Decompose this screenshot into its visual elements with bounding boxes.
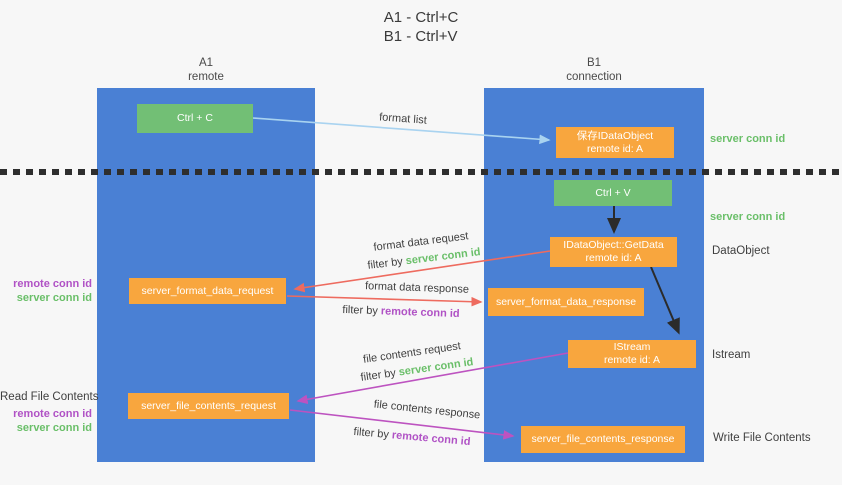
format-list-label: format list: [378, 111, 428, 127]
ctrl-v-box: Ctrl + V: [554, 180, 672, 206]
column-b1-name: B1: [586, 57, 602, 69]
diagram-title: A1 - Ctrl+C B1 - Ctrl+V: [384, 8, 459, 46]
save-idataobject-box: 保存IDataObject remote id: A: [556, 127, 674, 158]
conn-id-stack-1: remote conn id server conn id: [0, 277, 92, 305]
ctrl-c-label: Ctrl + C: [177, 112, 213, 124]
server-conn-id-right-mid: server conn id: [710, 211, 786, 223]
save-idataobject-line2: remote id: A: [586, 142, 644, 155]
file-contents-response-label: file contents response: [373, 398, 481, 422]
ctrl-c-box: Ctrl + C: [137, 104, 253, 133]
istream-box: IStream remote id: A: [568, 340, 696, 368]
istream-line1: IStream: [613, 341, 651, 353]
server-conn-id-left-2: server conn id: [16, 422, 92, 434]
filter-by-text: filter by: [353, 425, 390, 441]
getdata-line2: remote id: A: [585, 252, 642, 264]
server-format-data-response-label: server_format_data_response: [495, 295, 637, 308]
istream-side-label: Istream: [712, 349, 751, 361]
column-a1-name: A1: [198, 57, 214, 69]
ctrl-v-label: Ctrl + V: [595, 186, 631, 199]
format-data-response-label: format data response: [364, 280, 470, 296]
server-file-contents-request-box: server_file_contents_request: [128, 393, 289, 419]
server-conn-id-text: server conn id: [405, 246, 482, 268]
read-file-contents-label: Read File Contents: [0, 391, 99, 403]
server-file-contents-request-label: server_file_contents_request: [141, 399, 276, 412]
server-conn-id-right-top: server conn id: [710, 133, 786, 145]
write-file-contents-label: Write File Contents: [713, 432, 811, 444]
istream-line2: remote id: A: [603, 354, 661, 366]
column-b1-subtitle: connection: [566, 71, 622, 83]
server-conn-id-left-1: server conn id: [16, 292, 92, 304]
title-line-1: A1 - Ctrl+C: [383, 9, 459, 26]
title-line-2: B1 - Ctrl+V: [383, 28, 458, 45]
server-format-data-response-box: server_format_data_response: [488, 288, 644, 316]
remote-conn-id-left-1: remote conn id: [13, 278, 92, 290]
column-header-b1: B1 connection: [484, 56, 704, 84]
server-file-contents-response-box: server_file_contents_response: [521, 426, 685, 453]
server-format-data-request-label: server_format_data_request: [141, 284, 274, 297]
server-conn-id-text: server conn id: [397, 356, 475, 379]
remote-conn-id-left-2: remote conn id: [13, 408, 92, 420]
remote-conn-id-text: remote conn id: [391, 429, 471, 449]
format-data-response-arrow: [286, 295, 483, 307]
dataobject-label: DataObject: [712, 245, 770, 257]
server-format-data-request-box: server_format_data_request: [129, 278, 286, 304]
save-idataobject-line1: 保存IDataObject: [576, 129, 654, 142]
filter-by-text: filter by: [366, 255, 404, 272]
column-a1-subtitle: remote: [188, 71, 224, 83]
idataobject-getdata-box: IDataObject::GetData remote id: A: [550, 237, 677, 267]
conn-id-stack-2: remote conn id server conn id: [0, 407, 92, 435]
phase-separator-line: [0, 169, 842, 175]
server-file-contents-response-label: server_file_contents_response: [531, 433, 675, 445]
remote-conn-id-text: remote conn id: [380, 305, 460, 321]
getdata-line1: IDataObject::GetData: [563, 239, 664, 251]
column-header-a1: A1 remote: [97, 56, 315, 84]
filter-by-text: filter by: [359, 367, 397, 384]
filter-by-text: filter by: [342, 303, 379, 318]
